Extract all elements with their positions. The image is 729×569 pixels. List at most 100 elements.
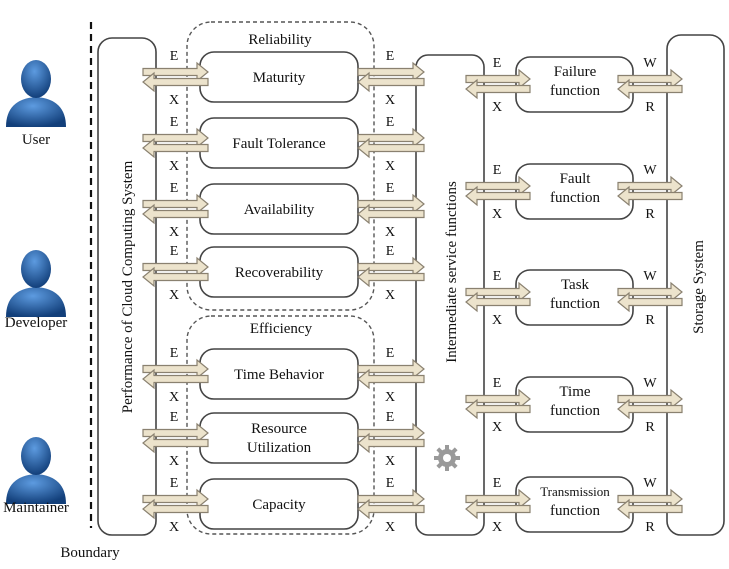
exec-label: E — [170, 49, 179, 64]
attr-mid-4-arrow-left — [357, 368, 425, 390]
exit-label: X — [492, 207, 502, 222]
exec-label: E — [493, 269, 502, 284]
system-attr-4-arrow-left — [142, 368, 209, 390]
function-label: function — [550, 503, 600, 519]
func-storage-0-arrow-left — [617, 78, 683, 100]
exit-label: X — [385, 288, 395, 303]
function-label: Transmission — [540, 484, 610, 499]
func-storage-4-arrow-left — [617, 498, 683, 520]
attribute-label: Resource — [251, 421, 307, 437]
function-box — [515, 476, 634, 533]
function-label: Failure — [554, 64, 597, 80]
attribute-label: Availability — [244, 202, 315, 218]
mid-func-4-arrow-left — [465, 498, 531, 520]
actor-developer-icon — [6, 250, 66, 317]
exit-label: X — [385, 390, 395, 405]
read-label: R — [645, 520, 655, 535]
exec-label: E — [386, 410, 395, 425]
efficiency-label: Efficiency — [250, 321, 313, 337]
exit-label: X — [169, 520, 179, 535]
exit-label: X — [492, 420, 502, 435]
exit-label: X — [169, 454, 179, 469]
function-box — [515, 163, 634, 220]
exec-label: E — [386, 346, 395, 361]
exit-label: X — [492, 313, 502, 328]
mid-func-1-arrow-left — [465, 185, 531, 207]
attr-mid-3-arrow-left — [357, 266, 425, 288]
exit-label: X — [492, 100, 502, 115]
exit-label: X — [385, 225, 395, 240]
exit-label: X — [169, 390, 179, 405]
exec-label: E — [386, 115, 395, 130]
actor-label: Maintainer — [3, 500, 69, 516]
write-label: W — [643, 163, 657, 178]
system-attr-2-arrow-left — [142, 203, 209, 225]
actor-label: User — [22, 132, 50, 148]
exit-label: X — [492, 520, 502, 535]
func-storage-1-arrow-left — [617, 185, 683, 207]
read-label: R — [645, 207, 655, 222]
write-label: W — [643, 56, 657, 71]
exec-label: E — [386, 244, 395, 259]
attr-mid-2-arrow-left — [357, 203, 425, 225]
exec-label: E — [493, 376, 502, 391]
exit-label: X — [169, 159, 179, 174]
func-storage-3-arrow-left — [617, 398, 683, 420]
exit-label: X — [385, 159, 395, 174]
exec-label: E — [386, 181, 395, 196]
system-attr-1-arrow-left — [142, 137, 209, 159]
system-box — [97, 37, 157, 536]
attribute-label: Recoverability — [235, 265, 324, 281]
attr-mid-6-arrow-left — [357, 498, 425, 520]
gear-icon — [434, 445, 460, 471]
exec-label: E — [493, 56, 502, 71]
write-label: W — [643, 476, 657, 491]
exec-label: E — [386, 49, 395, 64]
exit-label: X — [169, 225, 179, 240]
exec-label: E — [170, 181, 179, 196]
function-box — [515, 56, 634, 113]
exit-label: X — [169, 93, 179, 108]
actor-label: Developer — [5, 315, 67, 331]
exec-label: E — [493, 476, 502, 491]
func-storage-2-arrow-left — [617, 291, 683, 313]
attribute-label: Fault Tolerance — [232, 136, 326, 152]
system-attr-0-arrow-left — [142, 71, 209, 93]
exec-label: E — [170, 115, 179, 130]
exec-label: E — [170, 244, 179, 259]
function-label: Task — [561, 277, 590, 293]
attr-mid-1-arrow-left — [357, 137, 425, 159]
system-attr-3-arrow-left — [142, 266, 209, 288]
read-label: R — [645, 313, 655, 328]
system-attr-6-arrow-left — [142, 498, 209, 520]
read-label: R — [645, 420, 655, 435]
attribute-label: Capacity — [252, 497, 306, 513]
write-label: W — [643, 269, 657, 284]
mid-func-0-arrow-left — [465, 78, 531, 100]
exec-label: E — [386, 476, 395, 491]
function-label: function — [550, 83, 600, 99]
mid-func-3-arrow-left — [465, 398, 531, 420]
exit-label: X — [385, 454, 395, 469]
boundary-label: Boundary — [60, 545, 120, 561]
function-label: Fault — [560, 171, 592, 187]
intermediate-label: Intermediate service functions — [444, 181, 460, 363]
attr-mid-0-arrow-left — [357, 71, 425, 93]
function-label: function — [550, 403, 600, 419]
exit-label: X — [385, 93, 395, 108]
reliability-label: Reliability — [248, 32, 312, 48]
system-attr-5-arrow-left — [142, 432, 209, 454]
attribute-label: Time Behavior — [234, 367, 324, 383]
exec-label: E — [170, 476, 179, 491]
function-label: function — [550, 296, 600, 312]
write-label: W — [643, 376, 657, 391]
reliability-group — [186, 21, 375, 311]
attribute-label: Maturity — [253, 70, 306, 86]
function-box — [515, 376, 634, 433]
exec-label: E — [170, 410, 179, 425]
exit-label: X — [169, 288, 179, 303]
function-label: function — [550, 190, 600, 206]
exec-label: E — [493, 163, 502, 178]
mid-func-2-arrow-left — [465, 291, 531, 313]
